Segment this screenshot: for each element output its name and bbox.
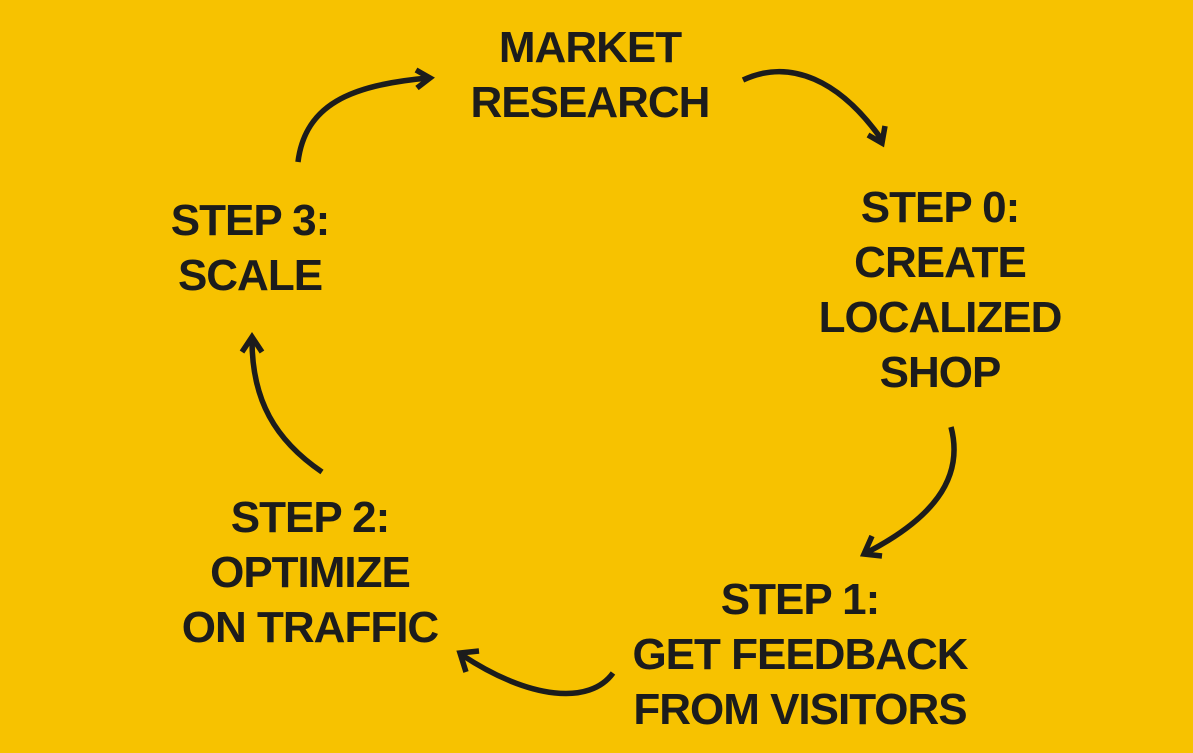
curved-arrow-icon [295, 75, 429, 163]
node-line: STEP 2: [230, 493, 390, 542]
node-line: LOCALIZED [818, 293, 1063, 342]
curved-arrow-icon [249, 339, 324, 475]
arrow-step0-to-step1 [859, 426, 957, 559]
arrowhead-icon [866, 125, 888, 148]
node-line: SHOP [879, 348, 1002, 397]
arrow-step1-to-step2 [456, 648, 616, 697]
curved-arrow-icon [864, 426, 957, 556]
node-step-3: STEP 3: SCALE [110, 193, 390, 303]
arrowhead-icon [859, 534, 883, 559]
node-line: STEP 1: [720, 575, 880, 624]
node-line: CREATE [854, 238, 1027, 287]
node-line: GET FEEDBACK [632, 630, 968, 679]
arrow-step2-to-step3 [239, 332, 324, 475]
node-line: STEP 3: [170, 196, 330, 245]
node-line: MARKET [498, 23, 682, 72]
node-step-1: STEP 1: GET FEEDBACK FROM VISITORS [620, 572, 980, 737]
arrowhead-icon [414, 67, 435, 91]
node-step-2: STEP 2: OPTIMIZE ON TRAFFIC [160, 490, 460, 655]
node-line: SCALE [177, 251, 323, 300]
node-line: RESEARCH [470, 78, 711, 127]
node-line: FROM VISITORS [633, 685, 967, 734]
node-step-0: STEP 0: CREATE LOCALIZED SHOP [790, 180, 1090, 400]
arrowhead-icon [239, 332, 265, 354]
arrow-step3-to-market [295, 67, 435, 163]
node-line: OPTIMIZE [210, 548, 411, 597]
node-line: ON TRAFFIC [181, 603, 439, 652]
curved-arrow-icon [741, 69, 885, 142]
curved-arrow-icon [460, 652, 616, 697]
arrowhead-icon [456, 648, 480, 673]
node-market-research: MARKET RESEARCH [440, 20, 740, 130]
node-line: STEP 0: [860, 183, 1020, 232]
arrow-market-to-step0 [741, 69, 888, 148]
